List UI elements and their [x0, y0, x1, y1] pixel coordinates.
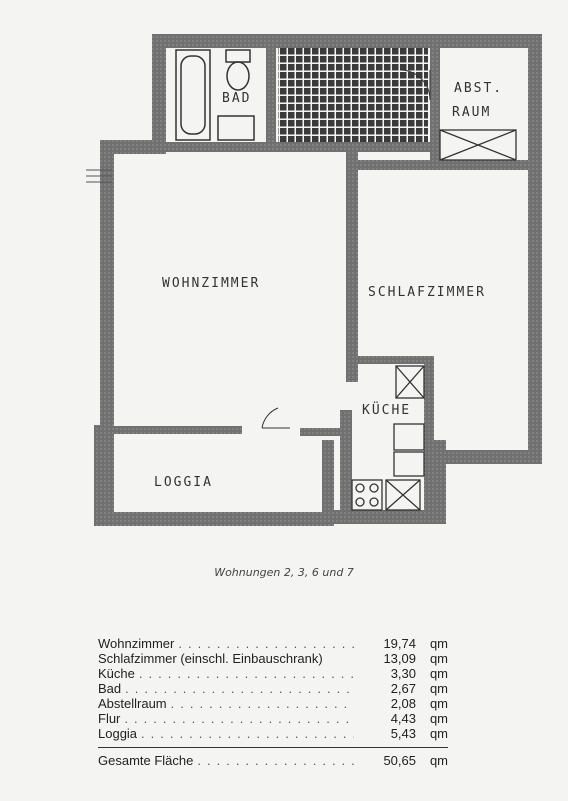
window-left — [86, 169, 112, 183]
toilet — [225, 49, 251, 91]
room-label-kueche: KÜCHE — [362, 401, 411, 418]
area-row: Loggia .......................... 5,43 q… — [98, 726, 448, 741]
area-name: Wohnzimmer — [98, 636, 175, 651]
area-table: Wohnzimmer .......................... 19… — [98, 636, 448, 768]
area-row: Flur .......................... 4,43 qm — [98, 711, 448, 726]
leader-dots: .......................... — [141, 726, 354, 741]
door-arcs — [261, 69, 431, 429]
leader-dots: .......................... — [170, 696, 354, 711]
area-unit: qm — [429, 726, 448, 741]
sink — [217, 115, 255, 141]
room-label-abstell-1: ABST. — [454, 81, 503, 96]
area-unit: qm — [429, 711, 448, 726]
area-name: Schlafzimmer (einschl. Einbauschrank) — [98, 651, 323, 666]
area-name: Küche — [98, 666, 135, 681]
area-row: Bad .......................... 2,67 qm — [98, 681, 448, 696]
area-value: 3,30 — [390, 666, 416, 681]
room-label-schlafzimmer: SCHLAFZIMMER — [368, 285, 486, 300]
kitchen-counter-cross — [385, 479, 421, 511]
area-unit: qm — [429, 681, 448, 696]
room-label-loggia: LOGGIA — [154, 475, 213, 490]
area-row: Wohnzimmer .......................... 19… — [98, 636, 448, 651]
total-divider — [98, 747, 448, 748]
leader-dots: .......................... — [138, 666, 354, 681]
area-value: 2,08 — [390, 696, 416, 711]
total-value: 50,65 — [383, 753, 416, 768]
kitchen-cabinet — [395, 365, 425, 399]
bathtub — [175, 49, 211, 141]
leader-dots: .......................... — [124, 711, 354, 726]
area-value: 2,67 — [390, 681, 416, 696]
leader-dots: .......................... — [125, 681, 354, 696]
area-value: 4,43 — [390, 711, 416, 726]
plan-caption: Wohnungen 2, 3, 6 und 7 — [214, 566, 354, 579]
stove — [351, 479, 383, 511]
storage-cross — [439, 129, 517, 161]
floor-plan: BAD ABST. RAUM WOHNZIMMER SCHLAFZIMMER K… — [86, 34, 542, 526]
total-row: Gesamte Fläche .........................… — [98, 753, 448, 768]
area-name: Bad — [98, 681, 122, 696]
room-label-abstell-2: RAUM — [452, 105, 491, 120]
area-name: Flur — [98, 711, 121, 726]
area-unit: qm — [429, 651, 448, 666]
room-label-bad: BAD — [222, 91, 251, 106]
leader-dots: .......................... — [197, 753, 354, 768]
tiled-floor — [278, 48, 428, 142]
area-unit: qm — [429, 666, 448, 681]
area-value: 19,74 — [383, 636, 416, 651]
kitchen-sink — [393, 423, 425, 477]
room-label-wohnzimmer: WOHNZIMMER — [162, 276, 260, 291]
area-name: Abstellraum — [98, 696, 167, 711]
area-name: Loggia — [98, 726, 138, 741]
area-unit: qm — [429, 636, 448, 651]
area-row: Küche .......................... 3,30 qm — [98, 666, 448, 681]
area-unit: qm — [429, 696, 448, 711]
area-value: 13,09 — [383, 651, 416, 666]
total-unit: qm — [429, 753, 448, 768]
inner-walls — [112, 44, 528, 510]
leader-dots: .......................... — [178, 636, 354, 651]
area-value: 5,43 — [390, 726, 416, 741]
total-name: Gesamte Fläche — [98, 753, 194, 768]
area-row: Schlafzimmer (einschl. Einbauschrank) 13… — [98, 651, 448, 666]
area-row: Abstellraum .......................... 2… — [98, 696, 448, 711]
